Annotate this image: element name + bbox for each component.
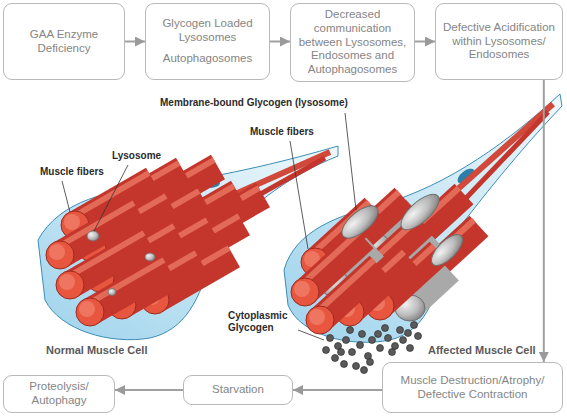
lysosome xyxy=(108,289,116,296)
glycogen-lysosome xyxy=(426,229,467,270)
callout-label: Muscle fibers xyxy=(40,166,104,178)
muscle-fiber xyxy=(306,260,379,334)
box-text: Glycogen Loaded Lysosomes xyxy=(152,17,263,45)
callout-label: Cytoplasmic Glycogen xyxy=(228,310,300,334)
flow-arrow xyxy=(415,41,435,43)
flow-arrow xyxy=(293,389,382,391)
box-text: Autophagosomes xyxy=(163,52,253,66)
lysosome xyxy=(87,231,99,241)
process-box: Defective Acidification within Lysosomes… xyxy=(435,3,563,80)
box-text: Muscle Destruction/Atrophy/ Defective Co… xyxy=(389,374,556,402)
box-text: Starvation xyxy=(212,383,264,397)
box-text: Proteolysis/ Autophagy xyxy=(10,380,108,408)
box-text: Decreased communication between Lysosome… xyxy=(297,8,408,77)
process-box: Starvation xyxy=(183,375,293,405)
box-text: Defective Acidification within Lysosomes… xyxy=(442,21,556,62)
process-box: Glycogen Loaded LysosomesAutophagosomes xyxy=(145,3,270,80)
callout-label: Muscle fibers xyxy=(250,126,314,138)
callout-label: Normal Muscle Cell xyxy=(46,344,147,357)
flow-arrow xyxy=(270,41,290,43)
process-box: Proteolysis/ Autophagy xyxy=(3,375,115,413)
callout-label: Membrane-bound Glycogen (lysosome) xyxy=(160,97,348,109)
process-box: Decreased communication between Lysosome… xyxy=(290,3,415,82)
leader-lines xyxy=(62,113,356,340)
process-box: GAA Enzyme Deficiency xyxy=(3,3,125,80)
glycogen-lysosome xyxy=(395,189,444,236)
lysosome xyxy=(145,253,155,261)
flow-arrow xyxy=(543,80,545,362)
muscle-fiber xyxy=(76,260,168,326)
glycogen-lysosome xyxy=(337,200,384,244)
box-text: GAA Enzyme Deficiency xyxy=(10,28,118,56)
flow-arrow xyxy=(125,41,145,43)
callout-label: Lysosome xyxy=(112,150,161,162)
callout-label: Affected Muscle Cell xyxy=(428,344,536,357)
process-box: Muscle Destruction/Atrophy/ Defective Co… xyxy=(382,362,563,413)
cytoplasmic-glycogen xyxy=(323,322,422,374)
flow-arrow xyxy=(115,389,183,391)
cell-sheath xyxy=(284,94,562,342)
